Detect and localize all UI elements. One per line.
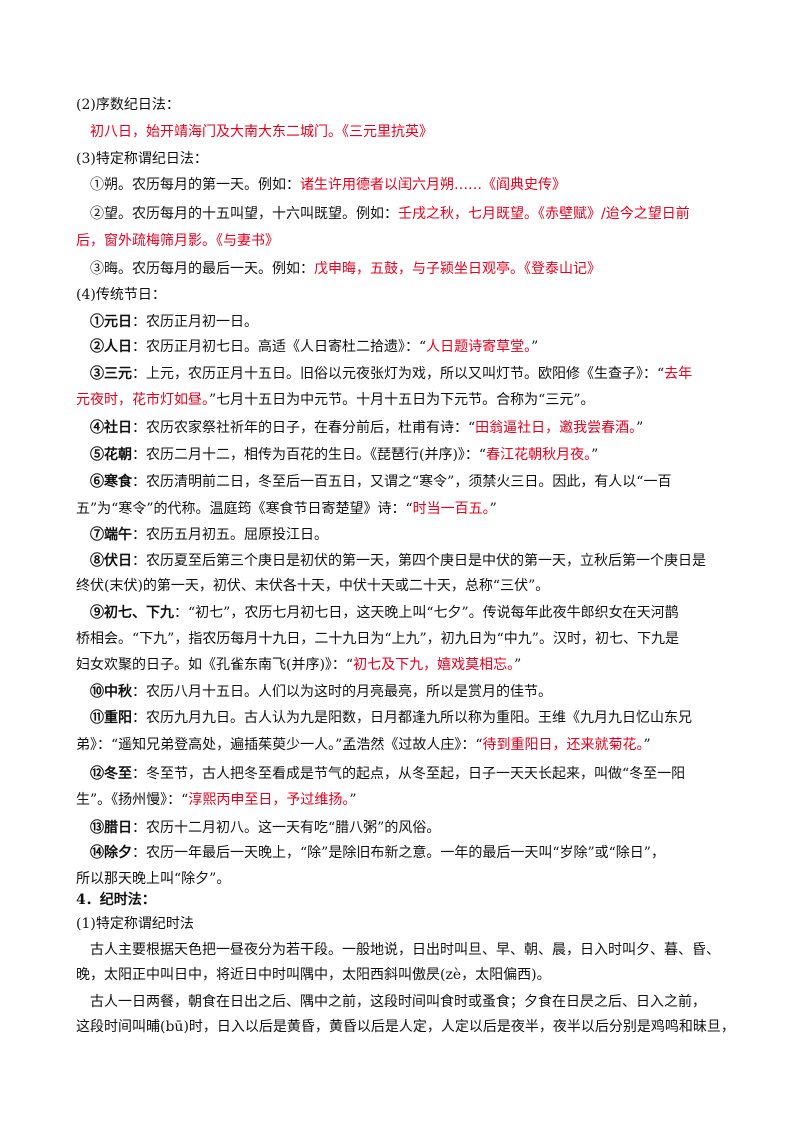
festival-sheri: ④社日：农历农家祭社祈年的日子，在春分前后，杜甫有诗：“田翁逼社日，邀我尝春酒。… bbox=[90, 420, 644, 436]
paragraph-day-parts-1: 古人主要根据天色把一昼夜分为若干段。一般地说，日出时叫旦、早、朝、晨，日入时叫夕… bbox=[90, 942, 720, 958]
example-ordinal: 初八日，始开靖海门及大南大东二城门。《三元里抗英》 bbox=[90, 124, 433, 140]
festival-lari: ⑬腊日：农历十二月初八。这一天有吃“腊八粥”的风俗。 bbox=[90, 820, 441, 836]
festival-hanshi: ⑥寒食：农历清明前二日，冬至后一百五日，又谓之“寒令”，须禁火三日。因此，有人以… bbox=[90, 474, 672, 490]
term-wang-cont: 后，窗外疏梅筛月影。《与妻书》 bbox=[76, 233, 279, 249]
term-hui: ③晦。农历每月的最后一天。例如：戊申晦，五鼓，与子颍坐日观亭。《登泰山记》 bbox=[90, 261, 601, 277]
festival-chuqi-xiajiu-cont1: 桥相会。“下九”，指农历每月十九日，二十九日为“上九”，初九日为“中九”。汉时，… bbox=[76, 631, 679, 647]
paragraph-meals-2: 这段时间叫晡(bū)时，日入以后是黄昏，黄昏以后是人定，人定以后是夜半，夜半以后… bbox=[76, 1019, 735, 1035]
festival-chongyang: ⑪重阳：农历九月九日。古人认为九是阳数，日月都逢九所以称为重阳。王维《九月九日忆… bbox=[90, 710, 692, 726]
section-heading-festivals: (4)传统节日： bbox=[76, 287, 166, 303]
section-heading-ordinal: (2)序数纪日法： bbox=[76, 97, 180, 113]
section-heading-time: 4．纪时法： bbox=[76, 892, 156, 908]
festival-chuqi-xiajiu-cont2: 妇女欢聚的日子。如《孔雀东南飞(并序)》：“初七及下九，嬉戏莫相忘。” bbox=[76, 657, 522, 673]
festival-hanshi-cont: 五”为“寒令”的代称。温庭筠《寒食节日寄楚望》诗：“时当一百五。” bbox=[76, 501, 497, 517]
festival-dongzhi-cont: 生”。《扬州慢》：“淳熙丙申至日，予过维扬。” bbox=[76, 792, 357, 808]
festival-renri: ②人日：农历正月初七日。高适《人日寄杜二拾遗》：“人日题诗寄草堂。” bbox=[90, 339, 539, 355]
festival-sanyuan-cont: 元夜时，花市灯如昼。”七月十五日为中元节。十月十五日为下元节。合称为“三元”。 bbox=[76, 392, 595, 408]
festival-chuqi-xiajiu: ⑨初七、下九：“初七”，农历七月初七日，这天晚上叫“七夕”。传说每年此夜牛郎织女… bbox=[90, 605, 679, 621]
festival-chuxi-cont: 所以那天晚上叫“除夕”。 bbox=[76, 871, 231, 887]
festival-yuanri: ①元日：农历正月初一日。 bbox=[90, 314, 258, 330]
paragraph-meals-1: 古人一日两餐，朝食在日出之后、隅中之前，这段时间叫食时或蚤食；夕食在日昃之后、日… bbox=[90, 994, 706, 1010]
section-heading-special-terms: (3)特定称谓纪日法： bbox=[76, 151, 208, 167]
term-shuo: ①朔。农历每月的第一天。例如：诸生许用德者以闰六月朔……《阎典史传》 bbox=[90, 177, 566, 193]
festival-chuxi: ⑭除夕：农历一年最后一天晚上，“除”是除旧布新之意。一年的最后一天叫“岁除”或“… bbox=[90, 845, 665, 861]
festival-zhongqiu: ⑩中秋：农历八月十五日。人们以为这时的月亮最亮，所以是赏月的佳节。 bbox=[90, 684, 552, 700]
festival-sanyuan: ③三元：上元，农历正月十五日。旧俗以元夜张灯为戏，所以又叫灯节。欧阳修《生查子》… bbox=[90, 366, 693, 382]
festival-duanwu: ⑦端午：农历五月初五。屈原投江日。 bbox=[90, 527, 328, 543]
paragraph-day-parts-2: 晚，太阳正中叫日中，将近日中时叫隅中，太阳西斜叫傲昃(zè，太阳偏西)。 bbox=[76, 967, 551, 983]
festival-furi-cont: 终伏(末伏)的第一天，初伏、末伏各十天，中伏十天或二十天，总称“三伏”。 bbox=[76, 578, 550, 594]
festival-huazhao: ⑤花朝：农历二月十二，相传为百花的生日。《琵琶行(并序)》：“春江花朝秋月夜。” bbox=[90, 447, 599, 463]
festival-furi: ⑧伏日：农历夏至后第三个庚日是初伏的第一天，第四个庚日是中伏的第一天，立秋后第一… bbox=[90, 553, 706, 569]
festival-dongzhi: ⑫冬至：冬至节，古人把冬至看成是节气的起点，从冬至起，日子一天天长起来，叫做“冬… bbox=[90, 766, 686, 782]
subsection-heading-time-terms: (1)特定称谓纪时法 bbox=[76, 916, 194, 932]
term-wang: ②望。农历每月的十五叫望，十六叫既望。例如：壬戌之秋，七月既望。《赤壁赋》/迨今… bbox=[90, 206, 690, 222]
festival-chongyang-cont: 弟》：“遥知兄弟登高处，遍插茱萸少一人。”孟浩然《过故人庄》：“待到重阳日，还来… bbox=[76, 737, 651, 753]
